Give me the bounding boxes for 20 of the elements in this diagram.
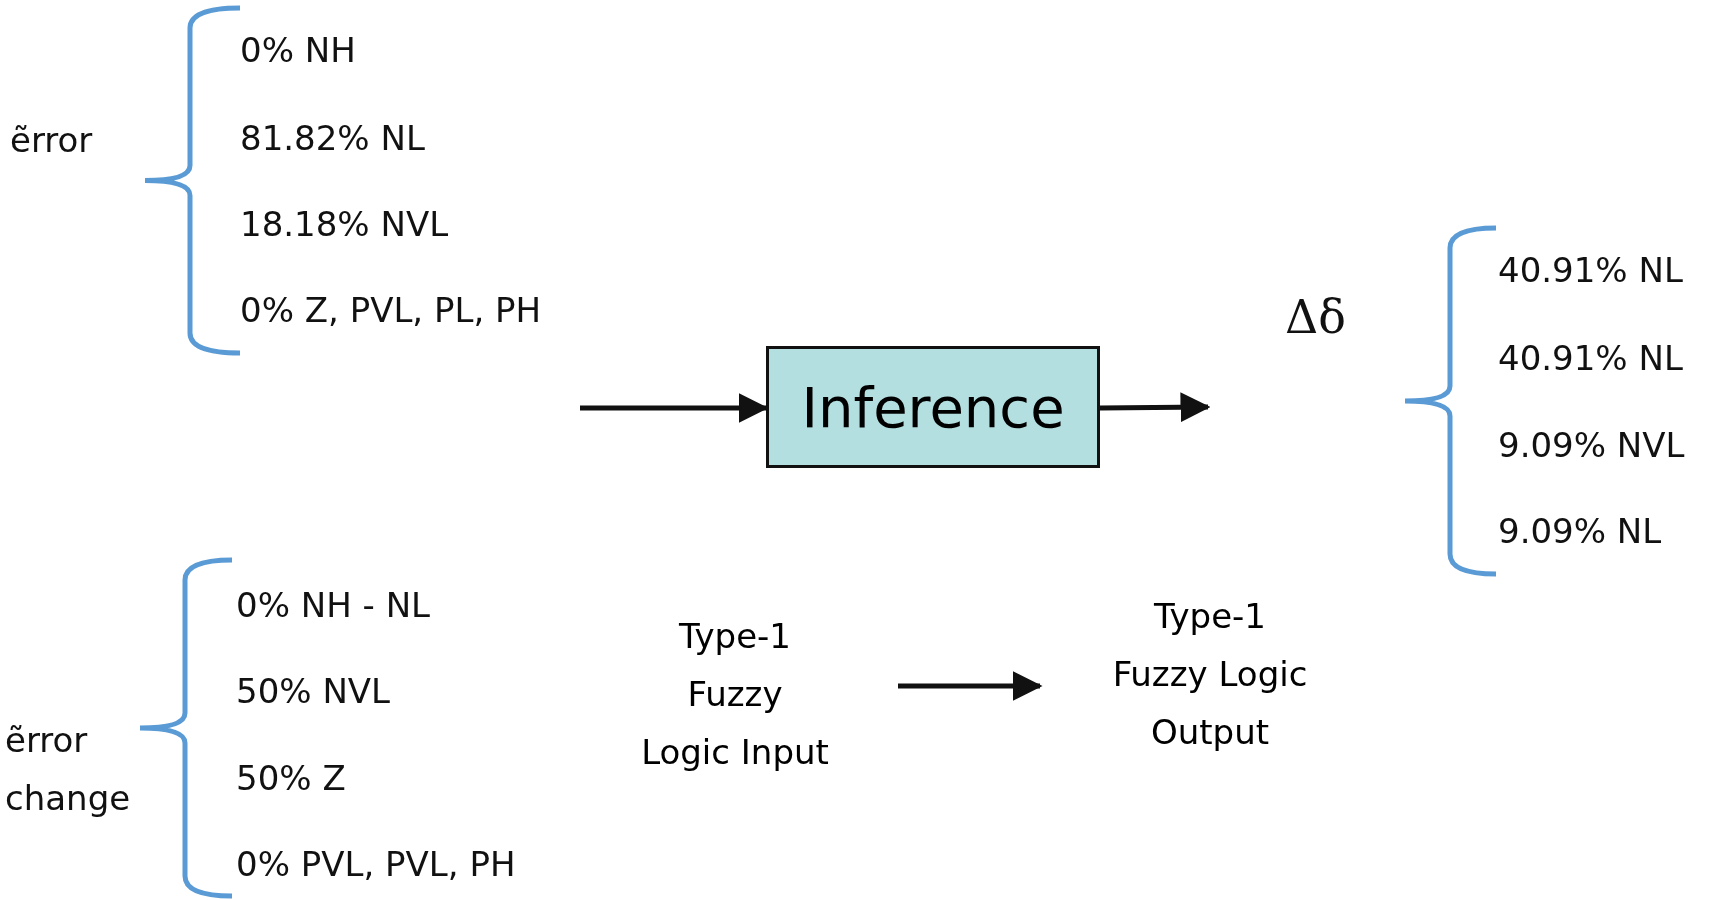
membership-value: 9.09% NVL xyxy=(1498,425,1685,466)
membership-value: 0% Z, PVL, PL, PH xyxy=(240,290,542,331)
output-label: Type-1 Fuzzy Logic Output xyxy=(1111,595,1309,754)
arrow xyxy=(1099,392,1211,423)
membership-value: 18.18% NVL xyxy=(240,204,449,245)
output-symbol: Δδ xyxy=(1285,290,1346,346)
membership-value: 0% NH xyxy=(240,30,356,71)
membership-value: 40.91% NL xyxy=(1498,338,1683,379)
membership-value: 50% Z xyxy=(236,758,346,799)
process-box: Inference xyxy=(766,346,1100,468)
arrow xyxy=(898,671,1043,701)
membership-value: 0% NH - NL xyxy=(236,585,430,626)
membership-value: 0% PVL, PVL, PH xyxy=(236,844,516,885)
membership-value: 81.82% NL xyxy=(240,118,425,159)
membership-value: 9.09% NL xyxy=(1498,511,1662,552)
membership-value: 40.91% NL xyxy=(1498,250,1683,291)
axis-label: ẽrror change xyxy=(5,719,132,820)
input-label: Type-1 Fuzzy Logic Input xyxy=(640,615,830,774)
axis-label: ẽrror xyxy=(10,120,93,161)
membership-value: 50% NVL xyxy=(236,671,390,712)
